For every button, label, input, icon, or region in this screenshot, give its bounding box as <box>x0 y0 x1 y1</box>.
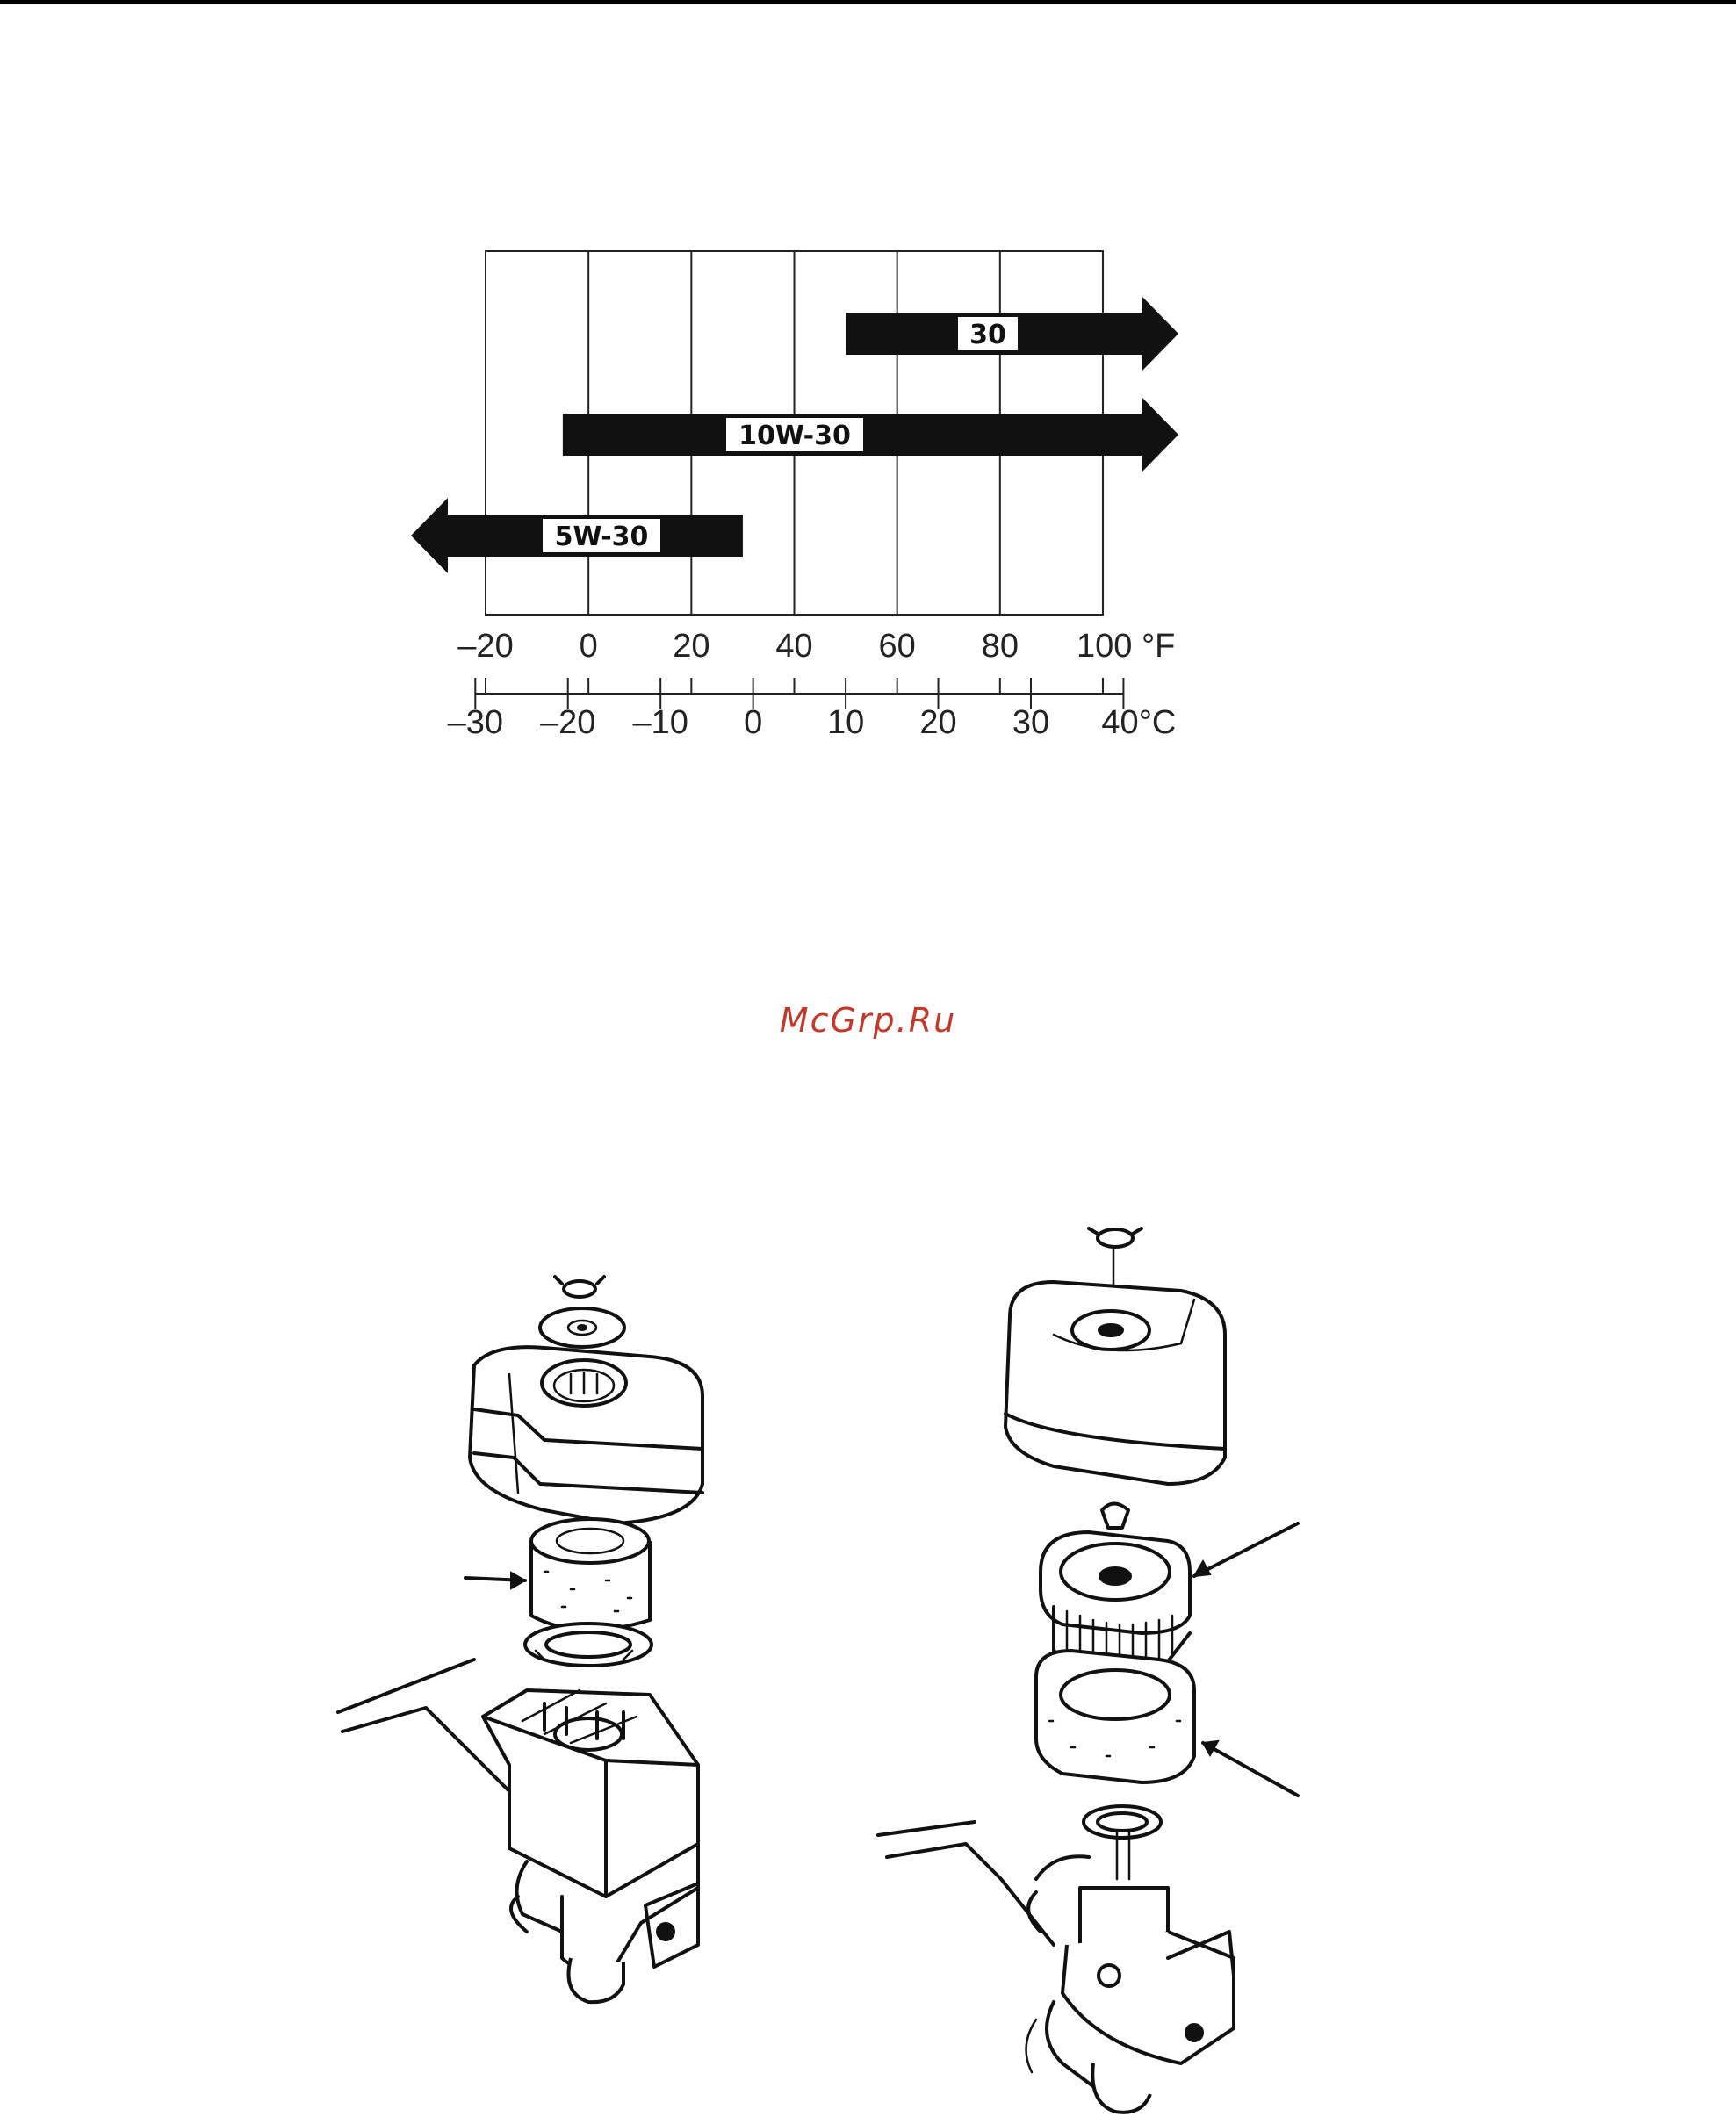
air-cleaner-cover-icon <box>470 1347 702 1523</box>
paper-element-pointer-arrow <box>1194 1523 1298 1576</box>
air-cleaner-cover-icon <box>1005 1282 1225 1484</box>
air-cleaner-single-element <box>338 1277 702 2002</box>
gasket-icon <box>1084 1806 1161 1879</box>
air-cleaner-dual-element <box>878 1228 1298 2113</box>
washer-plate-icon <box>540 1308 624 1347</box>
foam-element-icon <box>531 1519 650 1630</box>
air-cleaner-case-icon <box>338 1660 698 2002</box>
element-pointer-arrow <box>465 1573 525 1588</box>
foam-element-icon <box>1036 1651 1194 1782</box>
gasket-icon <box>525 1624 652 1666</box>
foam-element-pointer-arrow <box>1203 1741 1298 1796</box>
wing-nut-icon <box>555 1277 604 1297</box>
air-cleaner-case-icon <box>878 1822 1234 2113</box>
wing-nut-small-icon <box>1102 1504 1128 1529</box>
